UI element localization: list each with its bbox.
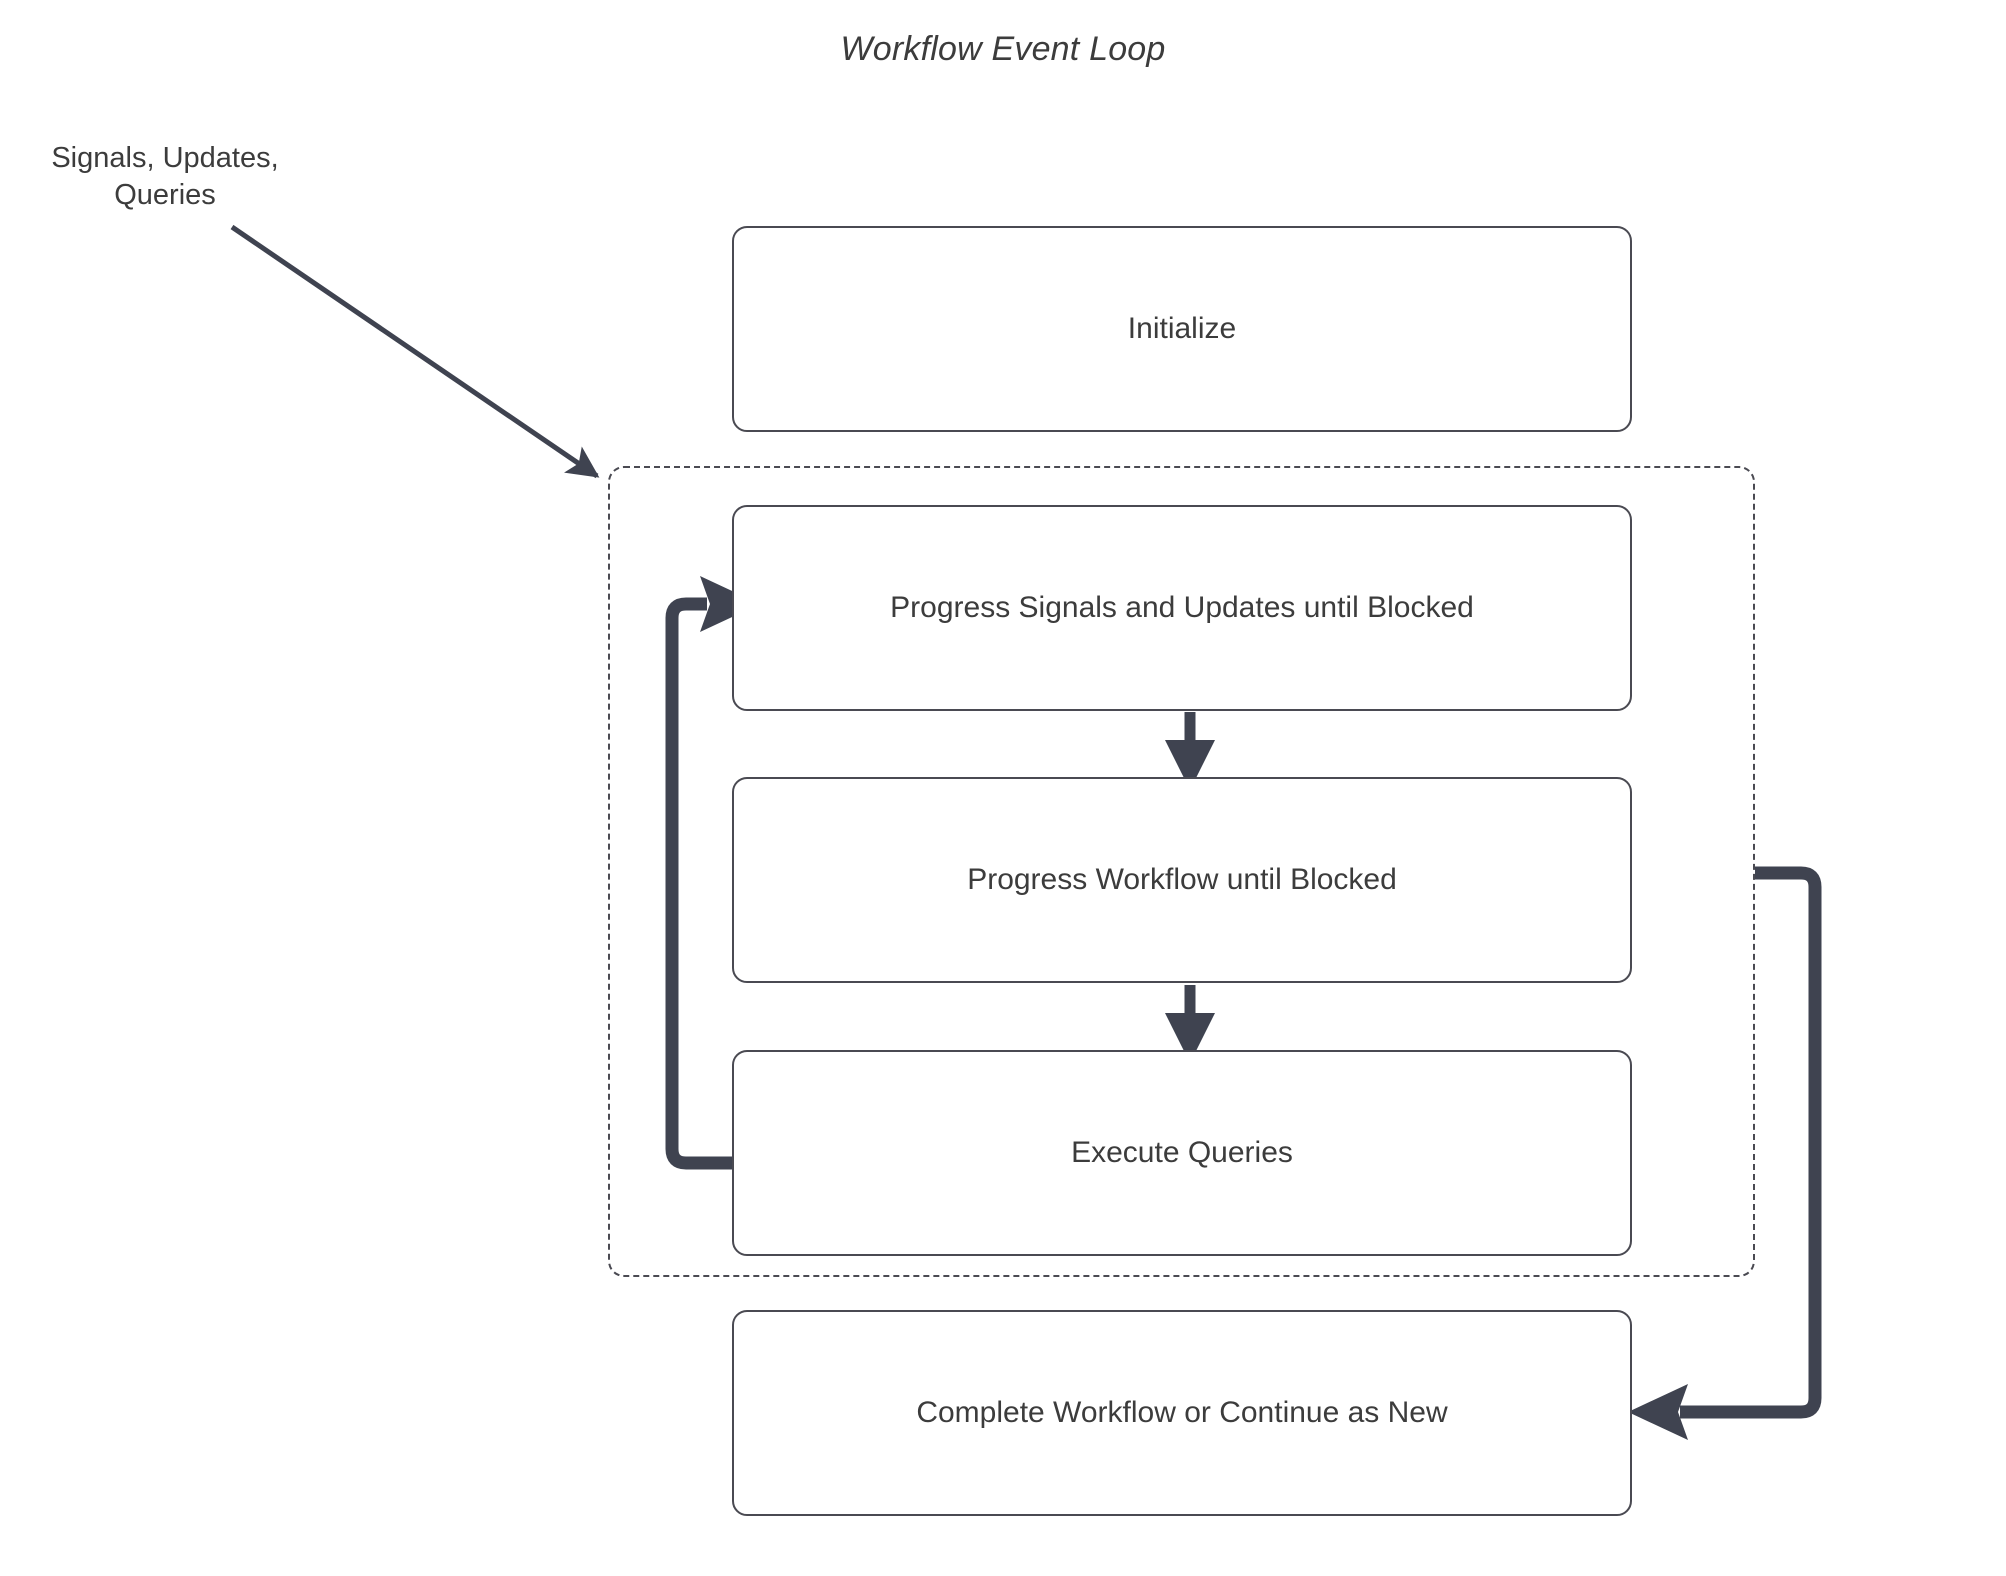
inbound-signals-label: Signals, Updates, Queries [20, 140, 310, 214]
node-progress-workflow[interactable]: Progress Workflow until Blocked [732, 777, 1632, 983]
event-loop-group [608, 466, 1755, 1277]
node-progress-signals[interactable]: Progress Signals and Updates until Block… [732, 505, 1632, 711]
edge-inbound-signals [230, 224, 600, 479]
node-progress-workflow-label: Progress Workflow until Blocked [967, 863, 1397, 896]
node-progress-signals-label: Progress Signals and Updates until Block… [890, 591, 1474, 624]
inbound-signals-label-line-2: Queries [114, 179, 216, 212]
node-execute-queries[interactable]: Execute Queries [732, 1050, 1632, 1256]
diagram-title: Workflow Event Loop [840, 30, 1166, 68]
node-execute-queries-label: Execute Queries [1071, 1136, 1293, 1169]
node-initialize-label: Initialize [1127, 312, 1237, 345]
node-complete-workflow[interactable]: Complete Workflow or Continue as New [732, 1310, 1632, 1516]
node-complete-workflow-label: Complete Workflow or Continue as New [916, 1396, 1448, 1429]
inbound-signals-label-line-1: Signals, Updates, [51, 142, 279, 174]
node-initialize[interactable]: Initialize [732, 226, 1632, 432]
